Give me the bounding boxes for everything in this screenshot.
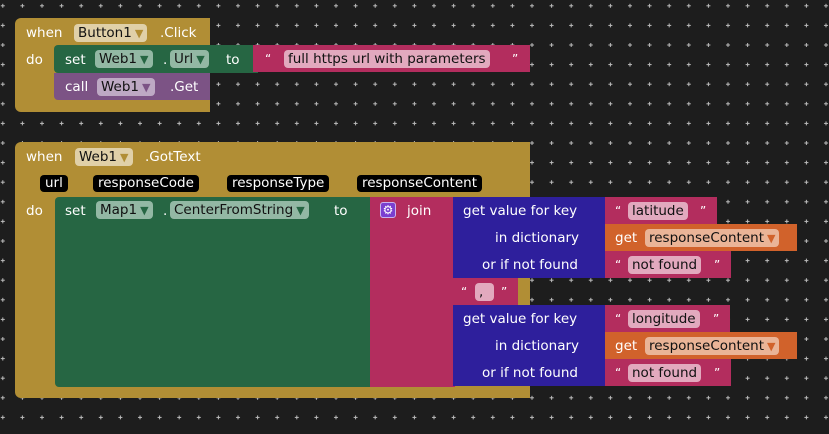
param-response-content[interactable]: responseContent bbox=[357, 175, 483, 192]
button1-component-dropdown[interactable]: Button1▼ bbox=[74, 24, 148, 42]
chevron-down-icon: ▼ bbox=[120, 151, 129, 164]
param-url[interactable]: url bbox=[40, 175, 68, 192]
join-label: join bbox=[407, 203, 432, 219]
notfound-label: or if not found bbox=[482, 257, 578, 273]
open-quote: “ bbox=[615, 204, 622, 218]
dot-label: . bbox=[163, 203, 168, 219]
dot-label: . bbox=[163, 52, 168, 68]
url-text-field[interactable]: full https url with parameters bbox=[284, 50, 490, 68]
centerfromstring-property-dropdown[interactable]: CenterFromString▼ bbox=[170, 201, 309, 219]
do-label: do bbox=[26, 203, 43, 219]
close-quote: ” bbox=[700, 204, 707, 218]
set-web1-url-block[interactable] bbox=[54, 45, 258, 73]
notfound-text-field[interactable]: not found bbox=[628, 256, 702, 274]
close-quote: ” bbox=[512, 52, 519, 66]
key-label: get value for key bbox=[463, 311, 578, 327]
event-name: .Click bbox=[160, 25, 197, 41]
close-quote: ” bbox=[713, 312, 720, 326]
notfound-text-field[interactable]: not found bbox=[628, 364, 702, 382]
response-content-dropdown[interactable]: responseContent▼ bbox=[645, 337, 780, 355]
dictionary-label: in dictionary bbox=[495, 338, 580, 354]
dictionary-lookup-latitude-block[interactable] bbox=[453, 197, 605, 278]
response-content-dropdown[interactable]: responseContent▼ bbox=[645, 229, 780, 247]
dictionary-label: in dictionary bbox=[495, 230, 580, 246]
set-label: set bbox=[65, 52, 86, 68]
event-name: .GotText bbox=[145, 149, 201, 165]
when-label: when bbox=[26, 149, 63, 165]
chevron-down-icon: ▼ bbox=[140, 204, 149, 217]
to-label: to bbox=[334, 203, 348, 219]
set-label: set bbox=[65, 203, 86, 219]
open-quote: “ bbox=[265, 52, 272, 66]
open-quote: “ bbox=[615, 366, 622, 380]
longitude-text-field[interactable]: longitude bbox=[628, 310, 700, 328]
chevron-down-icon: ▼ bbox=[134, 27, 144, 40]
comma-text-field[interactable]: , bbox=[475, 283, 494, 301]
method-label: .Get bbox=[170, 79, 199, 95]
dictionary-lookup-longitude-block[interactable] bbox=[453, 305, 605, 386]
open-quote: “ bbox=[461, 285, 468, 299]
open-quote: “ bbox=[615, 258, 622, 272]
do-label: do bbox=[26, 52, 43, 68]
chevron-down-icon: ▼ bbox=[296, 204, 305, 217]
url-property-dropdown[interactable]: Url▼ bbox=[170, 50, 209, 68]
param-response-type[interactable]: responseType bbox=[227, 175, 330, 192]
close-quote: ” bbox=[501, 285, 508, 299]
when-label: when bbox=[26, 25, 63, 41]
gear-icon[interactable]: ⚙ bbox=[380, 202, 396, 218]
call-label: call bbox=[65, 79, 89, 95]
chevron-down-icon: ▼ bbox=[142, 81, 151, 94]
param-response-code[interactable]: responseCode bbox=[93, 175, 199, 192]
to-label: to bbox=[226, 52, 240, 68]
set-map1-center-block[interactable] bbox=[55, 197, 372, 387]
chevron-down-icon: ▼ bbox=[140, 53, 149, 66]
close-quote: ” bbox=[714, 366, 721, 380]
open-quote: “ bbox=[615, 312, 622, 326]
map1-component-dropdown[interactable]: Map1▼ bbox=[96, 201, 153, 219]
web1-call-dropdown[interactable]: Web1▼ bbox=[97, 78, 155, 96]
chevron-down-icon: ▼ bbox=[196, 53, 205, 66]
latitude-text-field[interactable]: latitude bbox=[628, 202, 688, 220]
close-quote: ” bbox=[714, 258, 721, 272]
get-label: get bbox=[615, 338, 638, 354]
key-label: get value for key bbox=[463, 203, 578, 219]
get-label: get bbox=[615, 230, 638, 246]
chevron-down-icon: ▼ bbox=[767, 340, 776, 353]
web1-component-dropdown[interactable]: Web1▼ bbox=[95, 50, 153, 68]
notfound-label: or if not found bbox=[482, 365, 578, 381]
web1-event-dropdown[interactable]: Web1▼ bbox=[75, 148, 133, 166]
join-block[interactable] bbox=[370, 197, 455, 387]
chevron-down-icon: ▼ bbox=[767, 232, 776, 245]
